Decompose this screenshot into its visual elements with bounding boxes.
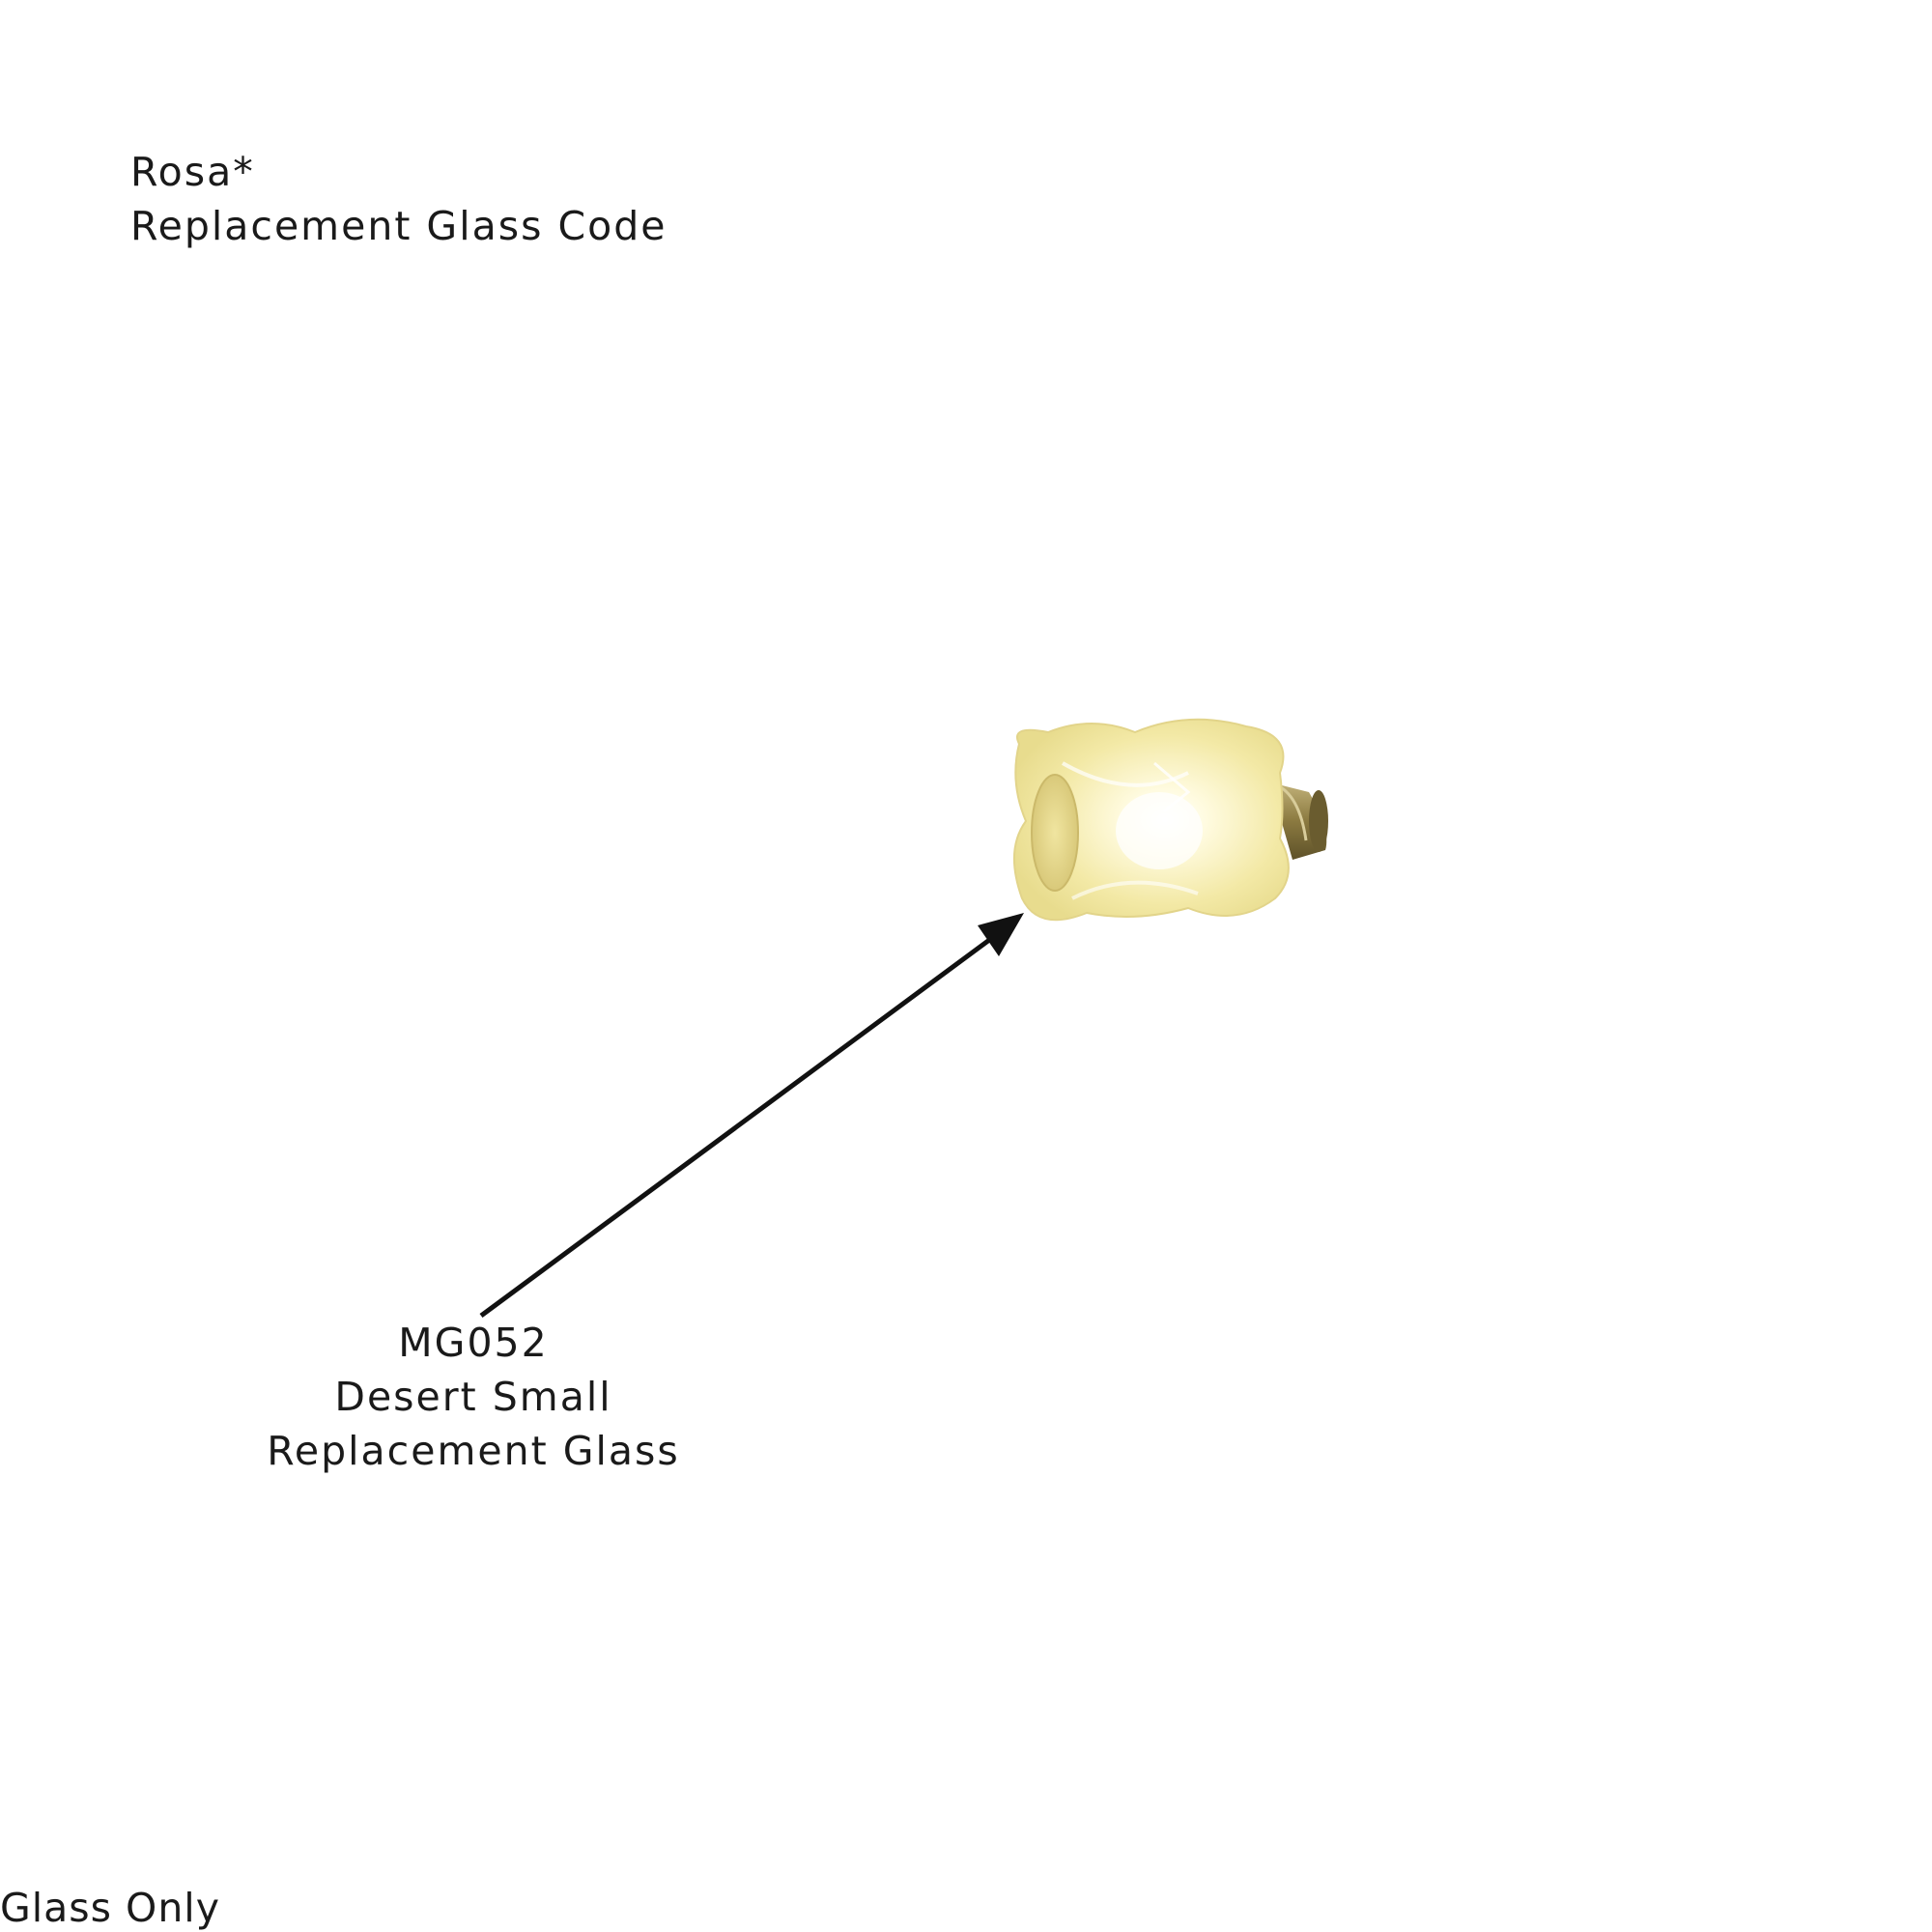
footer-note: Glass Only xyxy=(0,1885,220,1931)
document-header: Rosa* Replacement Glass Code xyxy=(130,145,667,253)
glass-name: Desert Small xyxy=(334,1374,612,1420)
product-name: Rosa* xyxy=(130,149,255,195)
arrow-icon xyxy=(479,913,1024,1319)
document-title: Replacement Glass Code xyxy=(130,203,668,249)
glass-code: MG052 xyxy=(398,1320,549,1366)
lamp-glass-shade-icon xyxy=(1013,718,1290,922)
glass-description: Replacement Glass xyxy=(267,1428,680,1474)
brass-fitting xyxy=(1270,782,1328,860)
glass-code-callout: MG052 Desert Small Replacement Glass xyxy=(184,1316,763,1478)
